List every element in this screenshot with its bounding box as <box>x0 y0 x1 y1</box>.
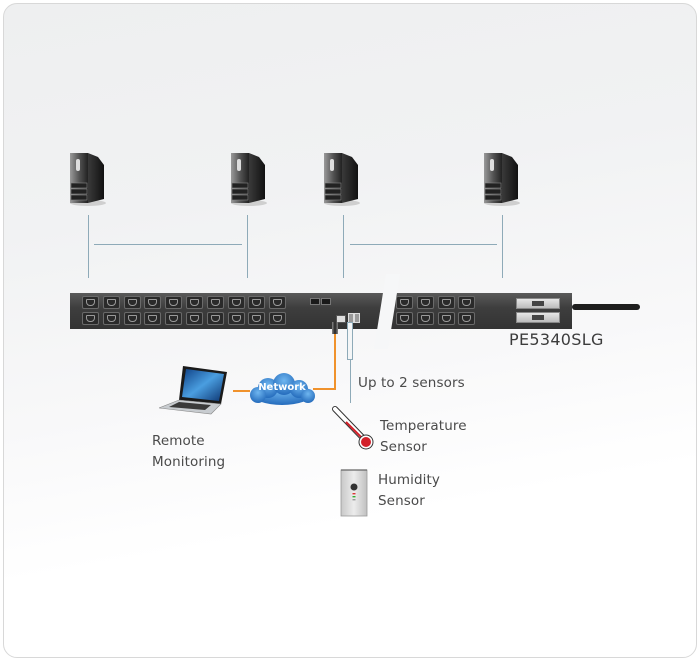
sensor-cable <box>350 360 351 403</box>
outlet <box>396 312 413 325</box>
network-cloud-label: Network <box>258 382 306 393</box>
server-tower-icon <box>231 153 267 206</box>
outlet <box>102 296 120 309</box>
remote-monitoring-label-line2: Monitoring <box>152 454 226 470</box>
network-port <box>336 315 346 323</box>
server-tower-icon <box>70 153 106 206</box>
network-cable-vertical <box>334 334 336 389</box>
outlet <box>416 312 434 325</box>
outlet <box>248 296 266 309</box>
outlet <box>165 312 183 325</box>
server-group-1-link <box>94 244 242 245</box>
outlet-bank-right <box>396 296 477 326</box>
network-cable-to-cloud <box>313 388 336 390</box>
outlet <box>206 312 224 325</box>
sensor-note: Up to 2 sensors <box>358 375 465 391</box>
outlet <box>144 296 162 309</box>
outlet <box>82 296 99 309</box>
outlet <box>437 296 455 309</box>
humidity-sensor-icon <box>340 469 368 517</box>
outlet <box>123 312 141 325</box>
pdu-device <box>70 293 572 329</box>
outlet <box>185 296 203 309</box>
humidity-sensor-label-line2: Sensor <box>378 493 425 509</box>
outlet <box>206 296 224 309</box>
outlet <box>165 296 183 309</box>
outlet <box>185 312 203 325</box>
sensor-port-2 <box>354 313 360 323</box>
display-slot <box>321 298 331 305</box>
outlet <box>227 296 245 309</box>
break-mark-icon <box>374 274 400 349</box>
rj45-plug <box>332 322 338 334</box>
outlet <box>269 312 287 325</box>
outlet <box>123 296 141 309</box>
outlet <box>437 312 455 325</box>
outlet <box>102 312 120 325</box>
display-slot <box>310 298 320 305</box>
server-4-power-line <box>502 215 503 278</box>
outlet <box>82 312 99 325</box>
temperature-sensor-label-line1: Temperature <box>380 418 467 434</box>
outlet <box>458 312 476 325</box>
server-1-power-line <box>88 215 89 278</box>
power-cord <box>572 304 640 310</box>
circuit-breaker <box>516 312 560 323</box>
remote-monitoring-label-line1: Remote <box>152 433 205 449</box>
humidity-sensor-label-line1: Humidity <box>378 472 441 488</box>
network-cable-to-laptop <box>233 390 250 392</box>
server-3-power-line <box>343 215 344 278</box>
sensor-plug <box>347 322 353 360</box>
circuit-breaker <box>516 298 560 309</box>
thermometer-icon <box>332 406 374 450</box>
outlet <box>227 312 245 325</box>
outlet <box>416 296 434 309</box>
outlet <box>396 296 413 309</box>
outlet-bank-left <box>82 296 288 326</box>
server-group-2-link <box>350 244 497 245</box>
temperature-sensor-label-line2: Sensor <box>380 439 427 455</box>
laptop-icon <box>159 366 227 415</box>
outlet <box>248 312 266 325</box>
outlet <box>458 296 476 309</box>
diagram-frame: PE5340SLG Up to 2 sensors Network Remote… <box>3 3 697 658</box>
network-cloud-icon <box>250 373 315 405</box>
server-2-power-line <box>247 215 248 278</box>
model-label: PE5340SLG <box>509 330 604 349</box>
outlet <box>144 312 162 325</box>
server-tower-icon <box>324 153 360 206</box>
outlet <box>269 296 287 309</box>
server-tower-icon <box>484 153 520 206</box>
